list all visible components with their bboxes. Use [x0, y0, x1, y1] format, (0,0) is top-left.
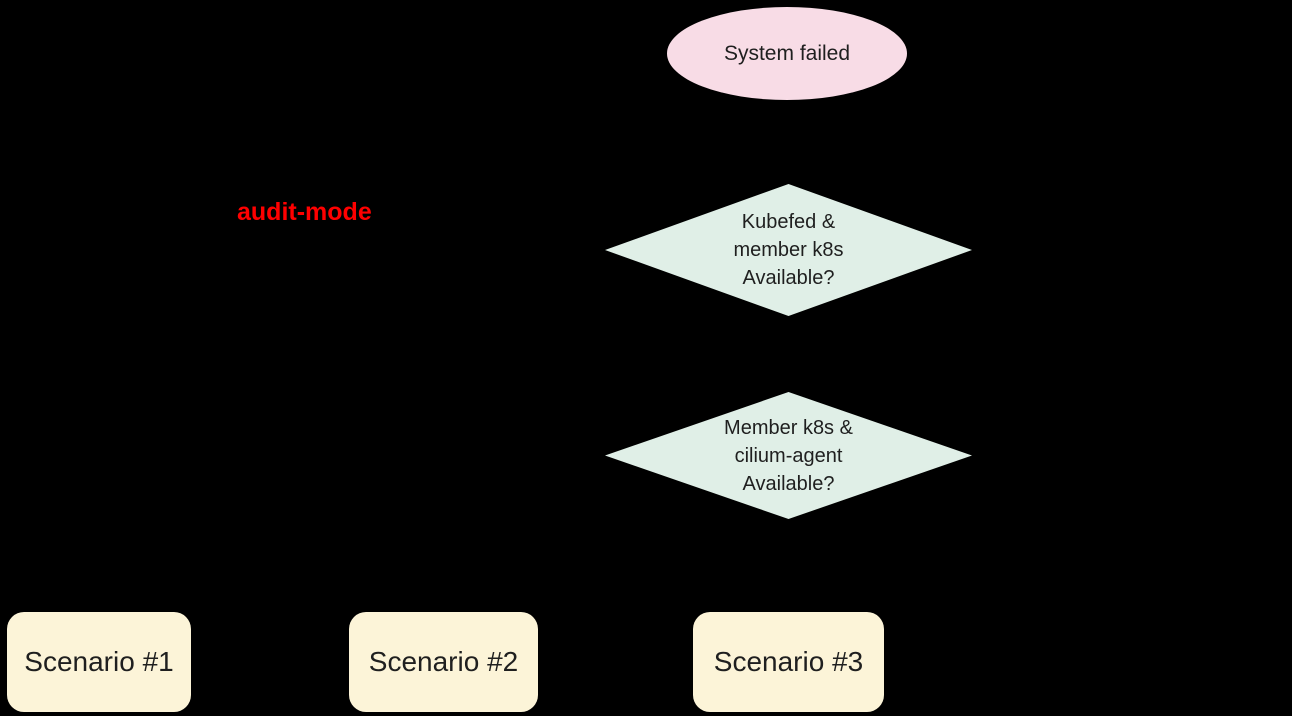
scenario-3-node: Scenario #3: [693, 612, 884, 712]
scenario-1-node: Scenario #1: [7, 612, 191, 712]
decision-node-kubefed-available: Kubefed & member k8s Available?: [605, 184, 972, 316]
decision-node-cilium-agent-available: Member k8s & cilium-agent Available?: [605, 392, 972, 519]
scenario-2-label: Scenario #2: [368, 646, 519, 677]
scenario-1-label: Scenario #1: [24, 646, 174, 677]
start-node-system-failed: System failed: [667, 7, 907, 100]
audit-mode-annotation: audit-mode: [237, 198, 372, 226]
scenario-3-label: Scenario #3: [713, 646, 864, 677]
scenario-2-node: Scenario #2: [349, 612, 538, 712]
start-node-label: System failed: [723, 41, 851, 65]
decision-node-label: Member k8s & cilium-agent Available?: [724, 416, 853, 495]
decision-node-label: Kubefed & member k8s Available?: [733, 211, 844, 289]
